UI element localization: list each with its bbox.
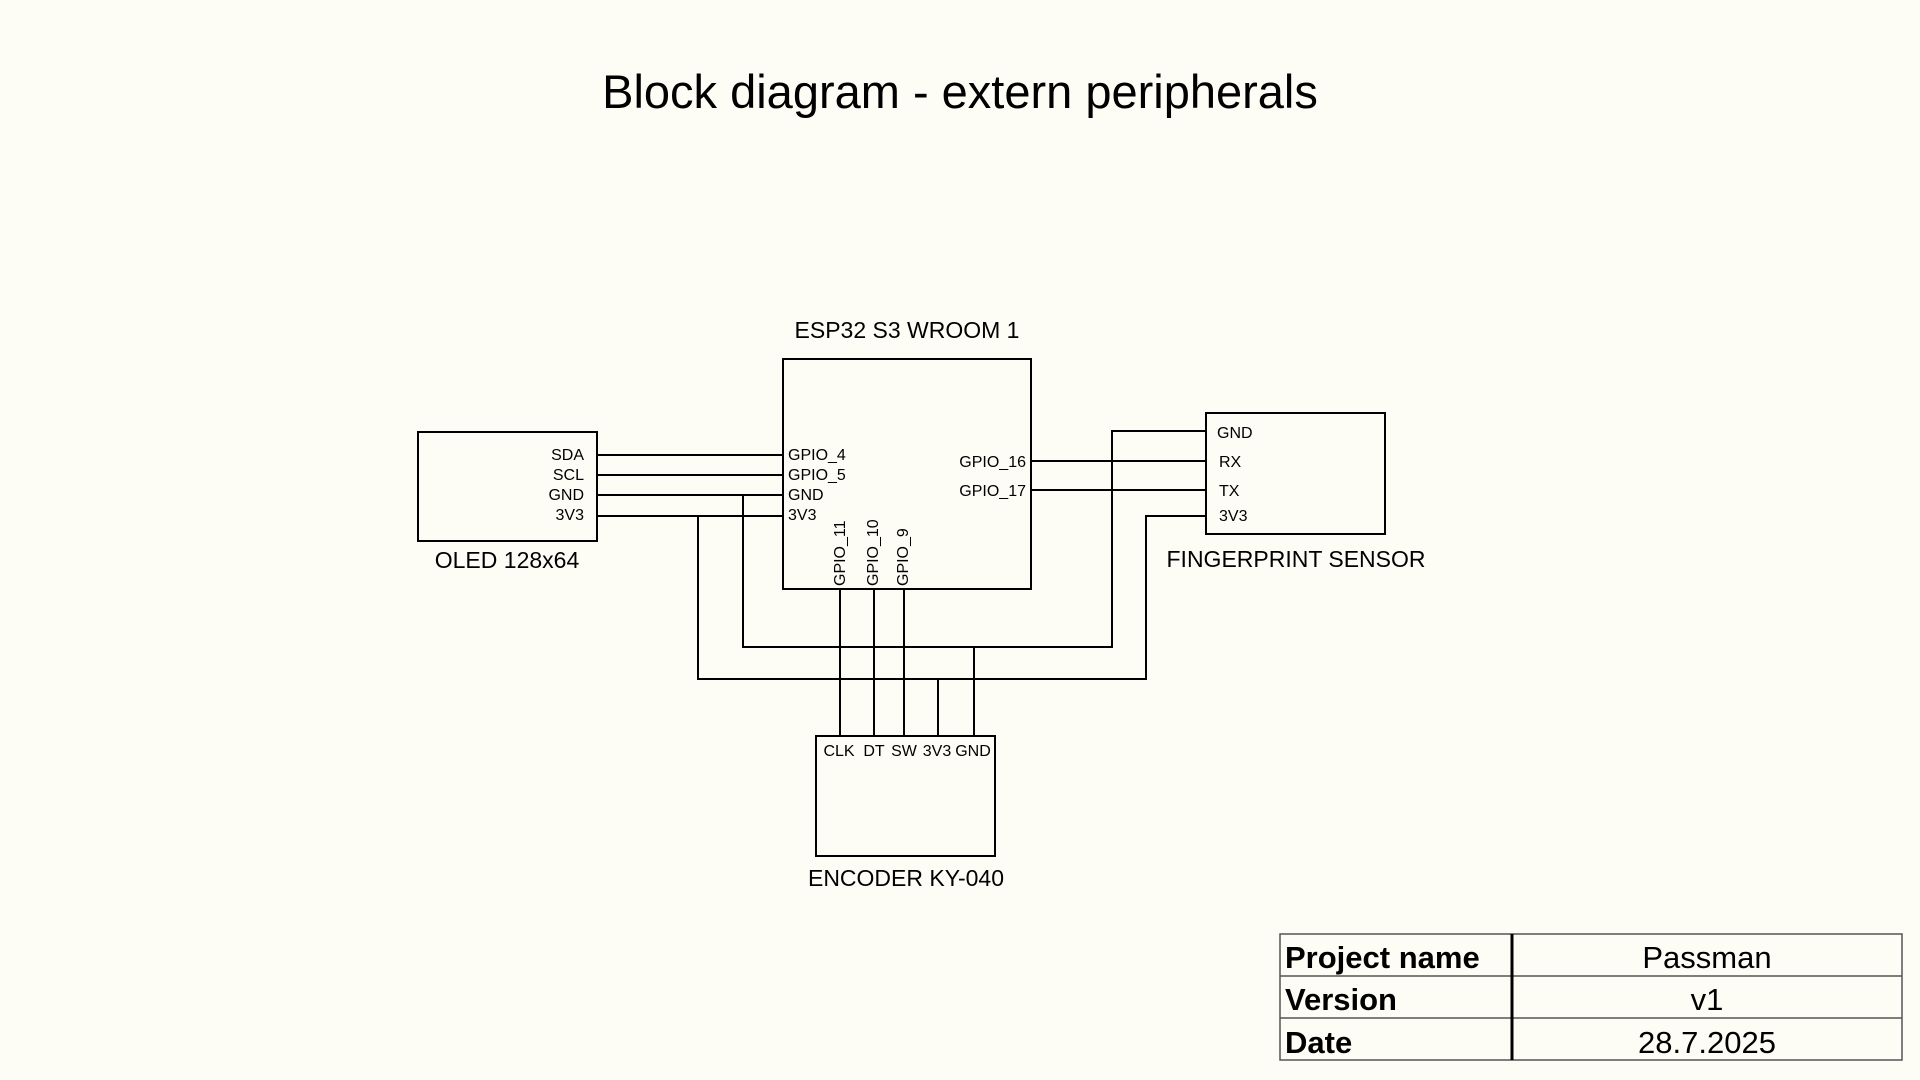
fingerprint-pin-rx: RX — [1219, 454, 1242, 471]
esp32-pin-gpio17: GPIO_17 — [959, 483, 1026, 500]
title-block-key-date: Date — [1285, 1025, 1352, 1060]
diagram-title: Block diagram - extern peripherals — [602, 65, 1318, 118]
oled-pin-sda: SDA — [551, 447, 584, 464]
esp32-pin-gpio11: GPIO_11 — [832, 520, 849, 586]
fingerprint-box — [1205, 412, 1386, 535]
encoder-box — [815, 735, 996, 857]
title-block: Project name Passman Version v1 Date 28.… — [1279, 933, 1903, 1061]
fingerprint-pin-tx: TX — [1219, 483, 1240, 500]
title-block-key-project-name: Project name — [1285, 940, 1480, 975]
encoder-module: ENCODER KY-040 CLK DT SW 3V3 GND — [808, 735, 1004, 891]
fingerprint-pin-gnd: GND — [1217, 425, 1253, 442]
wires — [597, 430, 1206, 736]
encoder-pin-sw: SW — [891, 743, 918, 760]
esp32-pin-gpio10: GPIO_10 — [865, 519, 882, 586]
esp32-pin-3v3: 3V3 — [788, 507, 817, 524]
esp32-pin-gpio5: GPIO_5 — [788, 467, 846, 484]
encoder-pin-gnd: GND — [955, 743, 991, 760]
fingerprint-label: FINGERPRINT SENSOR — [1167, 546, 1426, 572]
oled-pin-scl: SCL — [553, 467, 584, 484]
wire-3v3-bus — [697, 515, 1206, 680]
oled-label: OLED 128x64 — [435, 547, 580, 573]
title-block-value-version: v1 — [1691, 982, 1724, 1017]
esp32-pin-gpio16: GPIO_16 — [959, 454, 1026, 471]
title-block-value-date: 28.7.2025 — [1638, 1025, 1776, 1060]
encoder-pin-dt: DT — [863, 743, 885, 760]
title-block-frame — [1279, 933, 1903, 1061]
wire-gnd-bus — [742, 430, 1206, 648]
esp32-module: ESP32 S3 WROOM 1 GPIO_4 GPIO_5 GND 3V3 G… — [782, 317, 1032, 590]
esp32-pin-gpio4: GPIO_4 — [788, 447, 846, 464]
esp32-label: ESP32 S3 WROOM 1 — [795, 317, 1020, 343]
esp32-pin-gpio9: GPIO_9 — [895, 528, 912, 586]
encoder-pin-3v3: 3V3 — [923, 743, 952, 760]
title-block-key-version: Version — [1285, 982, 1397, 1017]
title-block-value-project-name: Passman — [1642, 940, 1771, 975]
esp32-pin-gnd: GND — [788, 487, 824, 504]
oled-pin-gnd: GND — [548, 487, 584, 504]
oled-pin-3v3: 3V3 — [556, 507, 585, 524]
oled-box — [417, 431, 598, 542]
encoder-pin-clk: CLK — [823, 743, 854, 760]
encoder-label: ENCODER KY-040 — [808, 865, 1004, 891]
oled-module: OLED 128x64 SDA SCL GND 3V3 — [417, 431, 598, 573]
fingerprint-module: FINGERPRINT SENSOR GND RX TX 3V3 — [1167, 412, 1426, 572]
fingerprint-pin-3v3: 3V3 — [1219, 508, 1248, 525]
